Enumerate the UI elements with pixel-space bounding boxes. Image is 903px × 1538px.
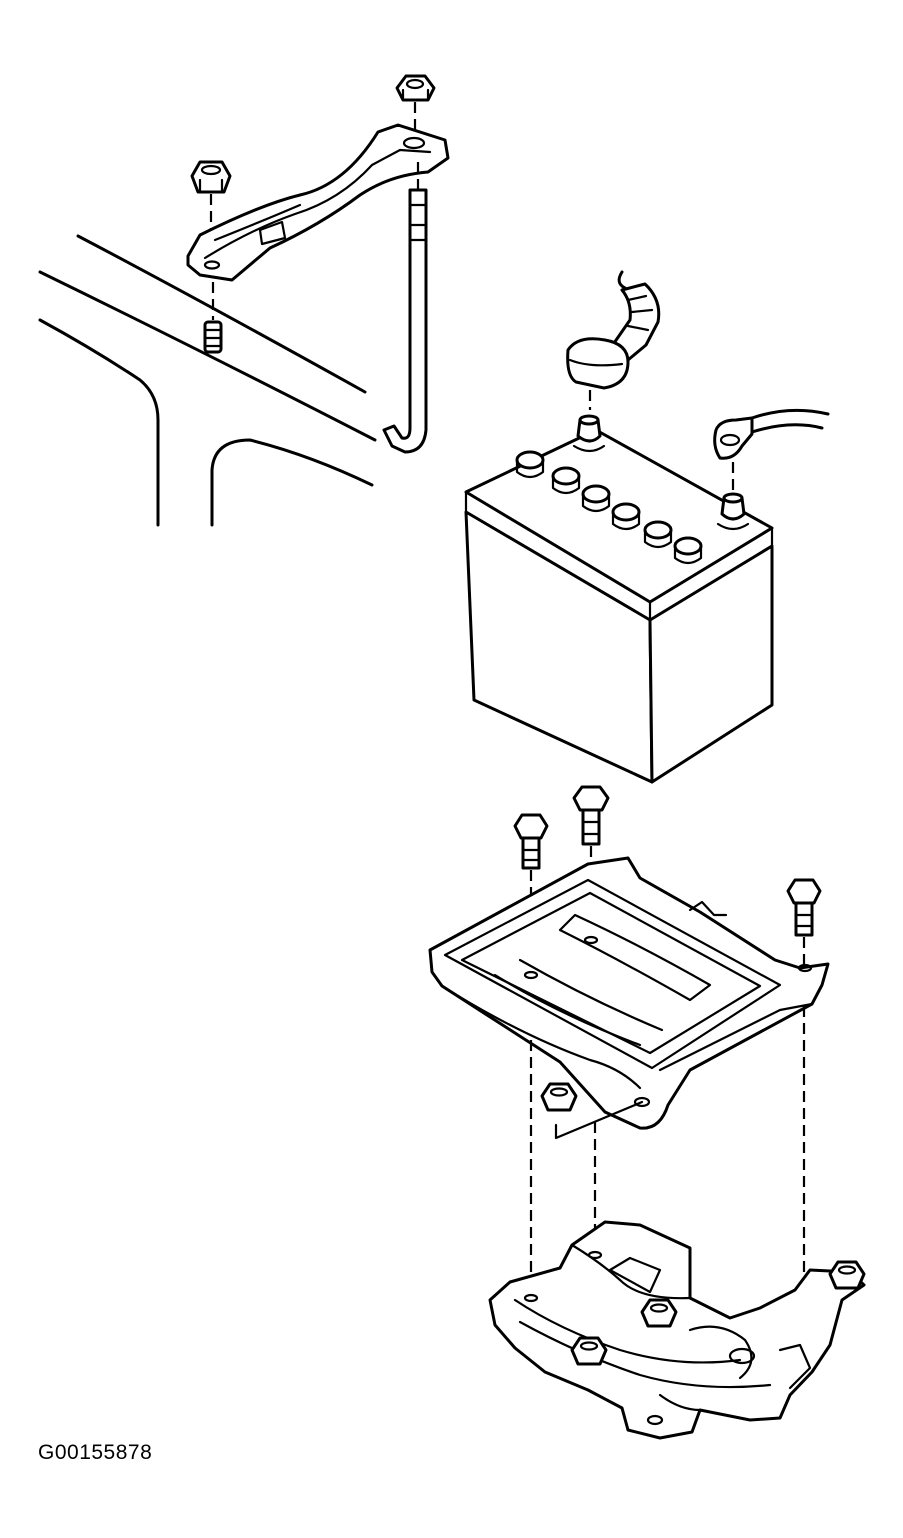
hold-down-rod [382, 162, 428, 454]
clamp-nut-upper-left [190, 160, 232, 194]
bracket-nut-left [570, 1336, 608, 1366]
body-stud [203, 320, 223, 354]
positive-cable-terminal [566, 270, 661, 390]
tray-nut [540, 1082, 644, 1140]
figure-id-label: G00155878 [38, 1441, 153, 1464]
positive-post [572, 414, 606, 453]
battery-vent-caps [515, 450, 703, 565]
bracket-nut-center [640, 1298, 678, 1328]
tray-bolt-left [513, 813, 549, 870]
body-panel [38, 234, 377, 527]
negative-post [716, 492, 750, 531]
clamp-nut-upper-right [395, 74, 436, 102]
bracket-nut-right [828, 1260, 866, 1290]
tray-bolt-right [786, 878, 822, 937]
tray-support-bracket [488, 1220, 866, 1440]
battery [464, 414, 774, 784]
battery-tray [428, 856, 830, 1130]
hold-down-clamp [186, 123, 450, 282]
tray-bolt-center [572, 785, 610, 846]
negative-cable-terminal [713, 408, 830, 460]
